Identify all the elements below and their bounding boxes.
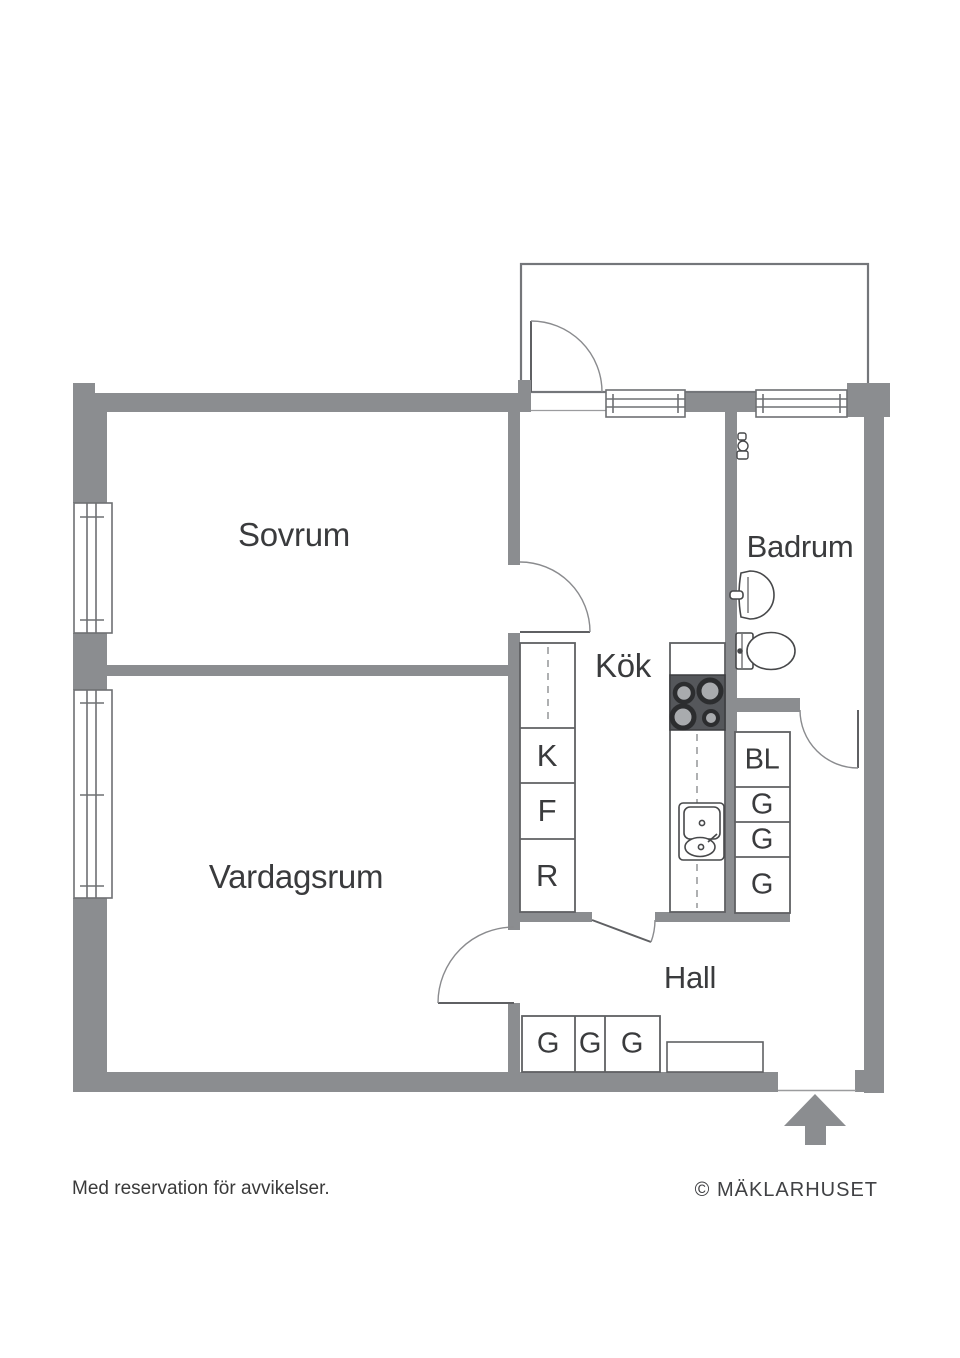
closet-label-g5: G (578, 1027, 602, 1060)
room-label-kok: Kök (595, 647, 651, 684)
entrance-arrow-icon (784, 1094, 846, 1145)
window-badrum (755, 389, 848, 418)
window-vardagsrum (73, 689, 113, 899)
closet-label-g4: G (536, 1027, 560, 1060)
door-swing-hall-kok (591, 919, 656, 943)
kitchen-sink-icon (678, 802, 725, 861)
walls (73, 380, 890, 1093)
closet-label-g2: G (750, 823, 774, 856)
washbasin-icon (729, 570, 775, 620)
toilet-icon (735, 631, 796, 671)
disclaimer-text: Med reservation för avvikelser. (72, 1178, 330, 1199)
kitchen-unit-label-r: R (535, 858, 559, 893)
water-valve-icon (736, 432, 749, 460)
window-sovrum (73, 502, 113, 634)
closet-label-g6: G (620, 1027, 644, 1060)
door-swing-vardagsrum (437, 926, 515, 1004)
hall-closet-column (734, 731, 791, 914)
room-label-badrum: Badrum (746, 529, 854, 564)
closet-label-bl: BL (744, 743, 780, 776)
door-swing-kok (519, 561, 591, 633)
hall-closet-row (521, 1015, 661, 1073)
closet-label-g1: G (750, 788, 774, 821)
kitchen-unit-label-f: F (537, 793, 557, 828)
room-label-sovrum: Sovrum (238, 516, 350, 553)
hall-bench (666, 1041, 764, 1073)
balcony-outline (519, 262, 870, 394)
brand-text: © MÄKLARHUSET (694, 1179, 878, 1201)
room-label-hall: Hall (663, 960, 717, 995)
door-swing-badrum (799, 709, 859, 769)
stove-icon (669, 674, 726, 731)
closet-label-g3: G (750, 868, 774, 901)
window-kok (605, 389, 686, 418)
room-label-vardagsrum: Vardagsrum (208, 858, 384, 895)
kitchen-unit-label-k: K (536, 738, 558, 773)
